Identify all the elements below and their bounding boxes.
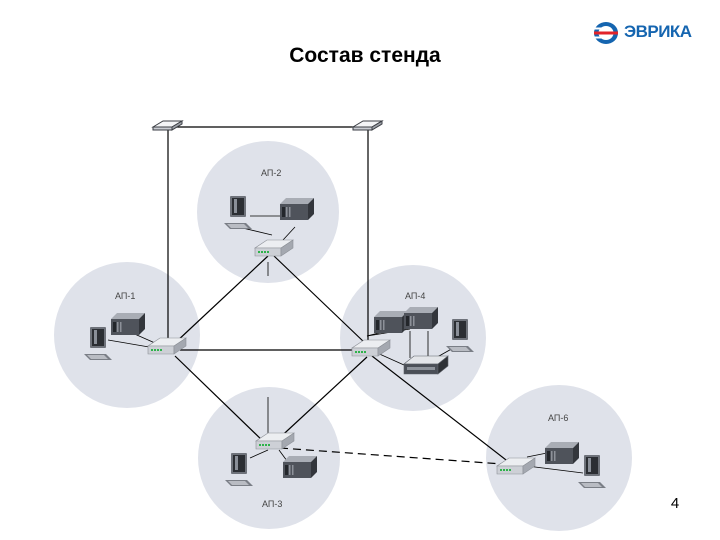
link-router-ap1-router-ap2 <box>174 255 269 344</box>
link-router-ap1-router-ap3 <box>174 355 267 445</box>
area-ap6-label: АП-6 <box>548 413 568 423</box>
area-ap2-cloud <box>197 141 339 283</box>
company-logo: ЭВРИКА <box>592 20 692 46</box>
area-ap4-label: АП-4 <box>405 291 425 301</box>
ap1-server-icon <box>111 313 145 335</box>
page-number: 4 <box>670 495 680 512</box>
ap2-server-icon <box>280 198 314 220</box>
ap4-switch-icon <box>403 355 449 375</box>
area-ap4-cloud <box>340 265 486 411</box>
area-ap3-label: АП-3 <box>262 499 282 509</box>
area-ap1-cloud <box>54 262 200 408</box>
area-ap2-label: АП-2 <box>261 168 281 178</box>
link-router-ap2-router-ap4 <box>273 255 366 344</box>
area-ap3-cloud <box>198 387 340 529</box>
link-router-ap4-router-ap6 <box>371 355 511 464</box>
slide-title: Состав стенда <box>289 44 441 67</box>
ap3-server-icon <box>283 456 317 478</box>
ap4-server-1-icon <box>374 311 408 333</box>
logo-text: ЭВРИКА <box>624 22 692 41</box>
core-switch-right <box>352 120 383 131</box>
link-router-ap3-router-ap4 <box>273 356 368 444</box>
link-router-ap3-router-ap6 <box>279 447 503 465</box>
ap6-server-icon <box>545 442 579 464</box>
ap4-server-2-icon <box>404 307 438 329</box>
core-switch-left <box>152 120 183 131</box>
area-ap1-label: АП-1 <box>115 291 135 301</box>
eureka-logo-icon <box>594 22 618 44</box>
